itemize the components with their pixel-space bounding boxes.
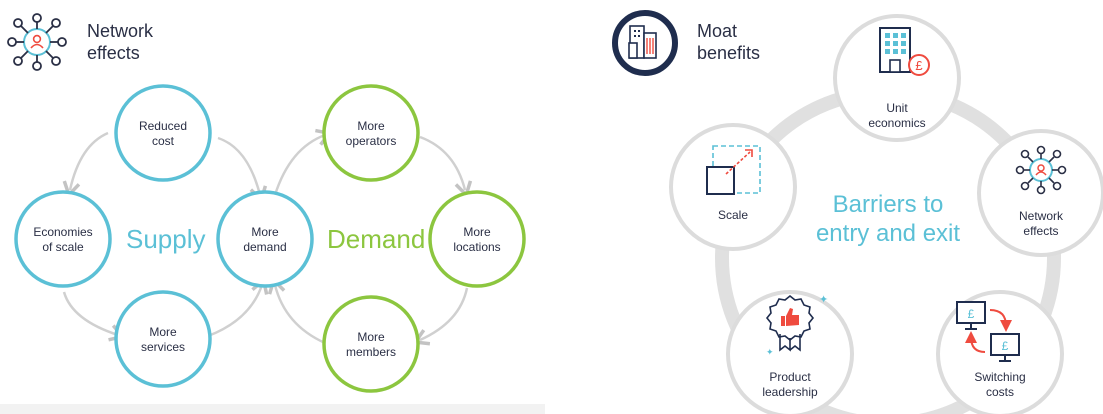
node-unit-economics: £ Unit economics	[833, 14, 961, 142]
left-panel: Network effects Reduced cost Economies o…	[7, 13, 526, 393]
node-more-operators: More operators	[322, 84, 420, 182]
product-leadership-line1: Product	[769, 370, 811, 384]
unit-economics-line2: economics	[868, 116, 925, 130]
more-operators-line1: More	[357, 119, 385, 133]
node-economies-of-scale: Economies of scale	[14, 190, 112, 288]
sparkle-icon-2: ✦	[766, 348, 774, 358]
right-title-line1: Moat	[697, 21, 737, 41]
network-effects-line2: effects	[1023, 224, 1058, 238]
unit-economics-line1: Unit	[886, 101, 908, 115]
network-icon	[1015, 145, 1067, 195]
supply-label: Supply	[126, 224, 206, 254]
right-title-line2: benefits	[697, 43, 760, 63]
node-product-leadership: ✦ ✦ Product leadership	[726, 290, 854, 414]
building-pound-icon: £	[879, 27, 930, 76]
node-scale: Scale	[669, 123, 797, 251]
more-locations-line2: locations	[453, 240, 500, 254]
node-network-effects: Network effects	[977, 129, 1103, 257]
switching-costs-line1: Switching	[974, 370, 1025, 384]
reduced-cost-line1: Reduced	[139, 119, 187, 133]
more-members-line2: members	[346, 345, 396, 359]
supply-loop-arrows	[62, 131, 269, 342]
more-locations-line1: More	[463, 225, 491, 239]
more-operators-line2: operators	[346, 134, 397, 148]
node-more-members: More members	[322, 295, 420, 393]
node-more-locations: More locations	[428, 190, 526, 288]
node-reduced-cost: Reduced cost	[114, 84, 212, 182]
product-leadership-line2: leadership	[762, 385, 818, 399]
more-demand-line1: More	[251, 225, 279, 239]
switching-monitors-icon: £ £	[956, 301, 1020, 362]
unit-pound-symbol: £	[915, 58, 923, 73]
more-services-line1: More	[149, 325, 177, 339]
node-switching-costs: £ £ Switching costs	[936, 290, 1064, 414]
network-effects-line1: Network	[1019, 209, 1064, 223]
more-demand-line2: demand	[243, 240, 286, 254]
barriers-line2: entry and exit	[816, 220, 960, 247]
switch-pound-2: £	[1002, 339, 1009, 353]
switch-pound-1: £	[968, 307, 975, 321]
demand-loop-arrows	[267, 128, 473, 346]
economies-line1: Economies	[33, 225, 92, 239]
barriers-line1: Barriers to	[833, 191, 944, 218]
left-title-line2: effects	[87, 43, 140, 63]
economies-line2: of scale	[42, 240, 84, 254]
node-more-demand: More demand	[216, 190, 314, 288]
right-panel: Moat benefits Barriers to entry and exit…	[612, 10, 1103, 414]
left-title-line1: Network	[87, 21, 154, 41]
more-services-line2: services	[141, 340, 185, 354]
more-members-line1: More	[357, 330, 385, 344]
bottom-divider	[0, 404, 545, 414]
reduced-cost-line2: cost	[152, 134, 175, 148]
switching-costs-line2: costs	[986, 385, 1014, 399]
buildings-icon	[612, 10, 678, 76]
award-thumbs-up-icon: ✦ ✦	[765, 293, 828, 358]
network-effects-icon	[7, 13, 67, 71]
sparkle-icon-1: ✦	[819, 293, 828, 306]
demand-label: Demand	[327, 224, 425, 254]
scale-label: Scale	[718, 208, 748, 222]
scale-icon	[706, 145, 761, 195]
node-more-services: More services	[114, 290, 212, 388]
